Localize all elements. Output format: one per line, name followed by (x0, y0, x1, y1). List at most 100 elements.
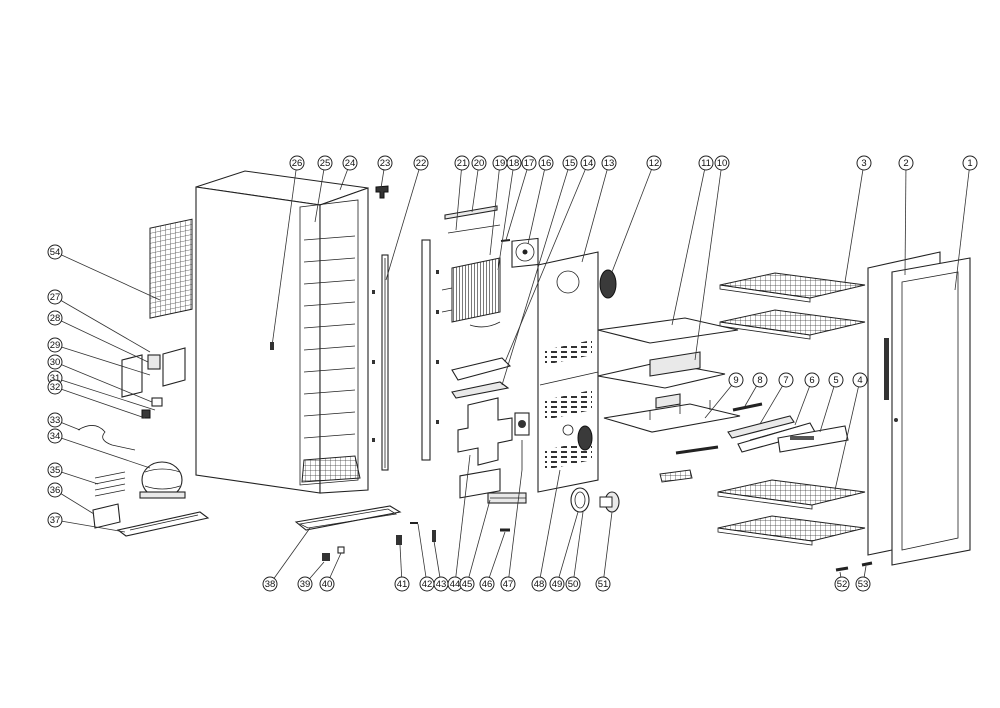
callout-number: 50 (568, 579, 579, 590)
leader-line-9 (704, 379, 737, 419)
callout-circle (47, 512, 63, 528)
lower-wire-shelves (717, 479, 866, 546)
callout-54: 54 (47, 244, 63, 260)
callout-17: 17 (521, 155, 537, 171)
evaporator-coil (441, 257, 501, 328)
callout-circle (297, 576, 313, 592)
callout-number: 4 (857, 375, 862, 386)
callout-number: 23 (380, 158, 391, 169)
callout-circle (479, 576, 495, 592)
callout-number: 33 (50, 415, 61, 426)
callout-circle (521, 155, 537, 171)
leader-line-19 (489, 162, 501, 256)
callout-circle (47, 244, 63, 260)
callout-circle (319, 576, 335, 592)
drain-tray (451, 357, 512, 399)
callout-45: 45 (459, 576, 475, 592)
callout-number: 35 (50, 465, 61, 476)
drip-grille (659, 469, 693, 483)
rear-condenser-grille (149, 218, 193, 319)
compressor (139, 461, 186, 499)
leader-line-3 (844, 162, 865, 283)
leader-line-26 (271, 162, 298, 347)
callout-46: 46 (479, 576, 495, 592)
leader-line-34 (54, 435, 151, 469)
callout-number: 37 (50, 515, 61, 526)
callout-42: 42 (419, 576, 435, 592)
callout-7: 7 (778, 372, 794, 388)
light-strip-cover (447, 224, 501, 234)
callout-38: 38 (262, 576, 278, 592)
callout-19: 19 (492, 155, 508, 171)
cabinet-body (195, 170, 369, 494)
callout-circle (580, 155, 596, 171)
callout-number: 49 (552, 579, 563, 590)
leader-line-47 (507, 469, 523, 585)
callout-34: 34 (47, 428, 63, 444)
callout-circle (500, 576, 516, 592)
seal-strip (732, 402, 763, 412)
leader-line-37 (54, 519, 126, 533)
callout-1: 1 (962, 155, 978, 171)
callout-20: 20 (471, 155, 487, 171)
callout-number: 26 (292, 158, 303, 169)
callout-number: 39 (300, 579, 311, 590)
callout-circle (47, 428, 63, 444)
leader-line-20 (471, 162, 480, 213)
leader-line-54 (54, 251, 161, 301)
leader-line-17 (505, 162, 530, 241)
callout-35: 35 (47, 462, 63, 478)
callout-circle (856, 155, 872, 171)
callout-51: 51 (595, 576, 611, 592)
callout-number: 43 (436, 579, 447, 590)
callout-3: 3 (856, 155, 872, 171)
callout-circle (394, 576, 410, 592)
callout-number: 8 (757, 375, 762, 386)
callout-32: 32 (47, 379, 63, 395)
callout-28: 28 (47, 310, 63, 326)
callout-number: 12 (649, 158, 660, 169)
callout-circle (728, 372, 744, 388)
leader-line-29 (54, 344, 151, 376)
callout-circle (377, 155, 393, 171)
callout-4: 4 (852, 372, 868, 388)
callout-circle (714, 155, 730, 171)
bottom-plate (603, 393, 741, 433)
callout-15: 15 (562, 155, 578, 171)
callout-circle (47, 412, 63, 428)
side-rail-brackets (372, 270, 439, 442)
leader-line-46 (486, 531, 506, 585)
condenser-coil (94, 471, 126, 497)
callout-circle (962, 155, 978, 171)
compressor-fan (577, 425, 593, 451)
callout-circle (646, 155, 662, 171)
leader-line-50 (572, 511, 584, 585)
leader-line-18 (497, 162, 515, 271)
leader-line-10 (694, 162, 723, 361)
callout-number: 15 (565, 158, 576, 169)
callout-labels: 1234567891011121314151617181920212223242… (47, 155, 978, 592)
callout-23: 23 (377, 155, 393, 171)
callout-number: 6 (809, 375, 814, 386)
callout-48: 48 (531, 576, 547, 592)
callout-circle (454, 155, 470, 171)
callout-circle (47, 462, 63, 478)
callout-number: 38 (265, 579, 276, 590)
callout-number: 20 (474, 158, 485, 169)
callout-number: 48 (534, 579, 545, 590)
callout-number: 34 (50, 431, 61, 442)
callout-number: 3 (861, 158, 866, 169)
callout-16: 16 (538, 155, 554, 171)
door-bushing (861, 561, 873, 567)
callout-circle (898, 155, 914, 171)
bottom-base-tray (294, 505, 402, 531)
callout-2: 2 (898, 155, 914, 171)
callout-number: 16 (541, 158, 552, 169)
upper-wire-shelves (719, 272, 866, 340)
callout-12: 12 (646, 155, 662, 171)
callout-26: 26 (289, 155, 305, 171)
callout-18: 18 (506, 155, 522, 171)
callout-22: 22 (413, 155, 429, 171)
callout-10: 10 (714, 155, 730, 171)
